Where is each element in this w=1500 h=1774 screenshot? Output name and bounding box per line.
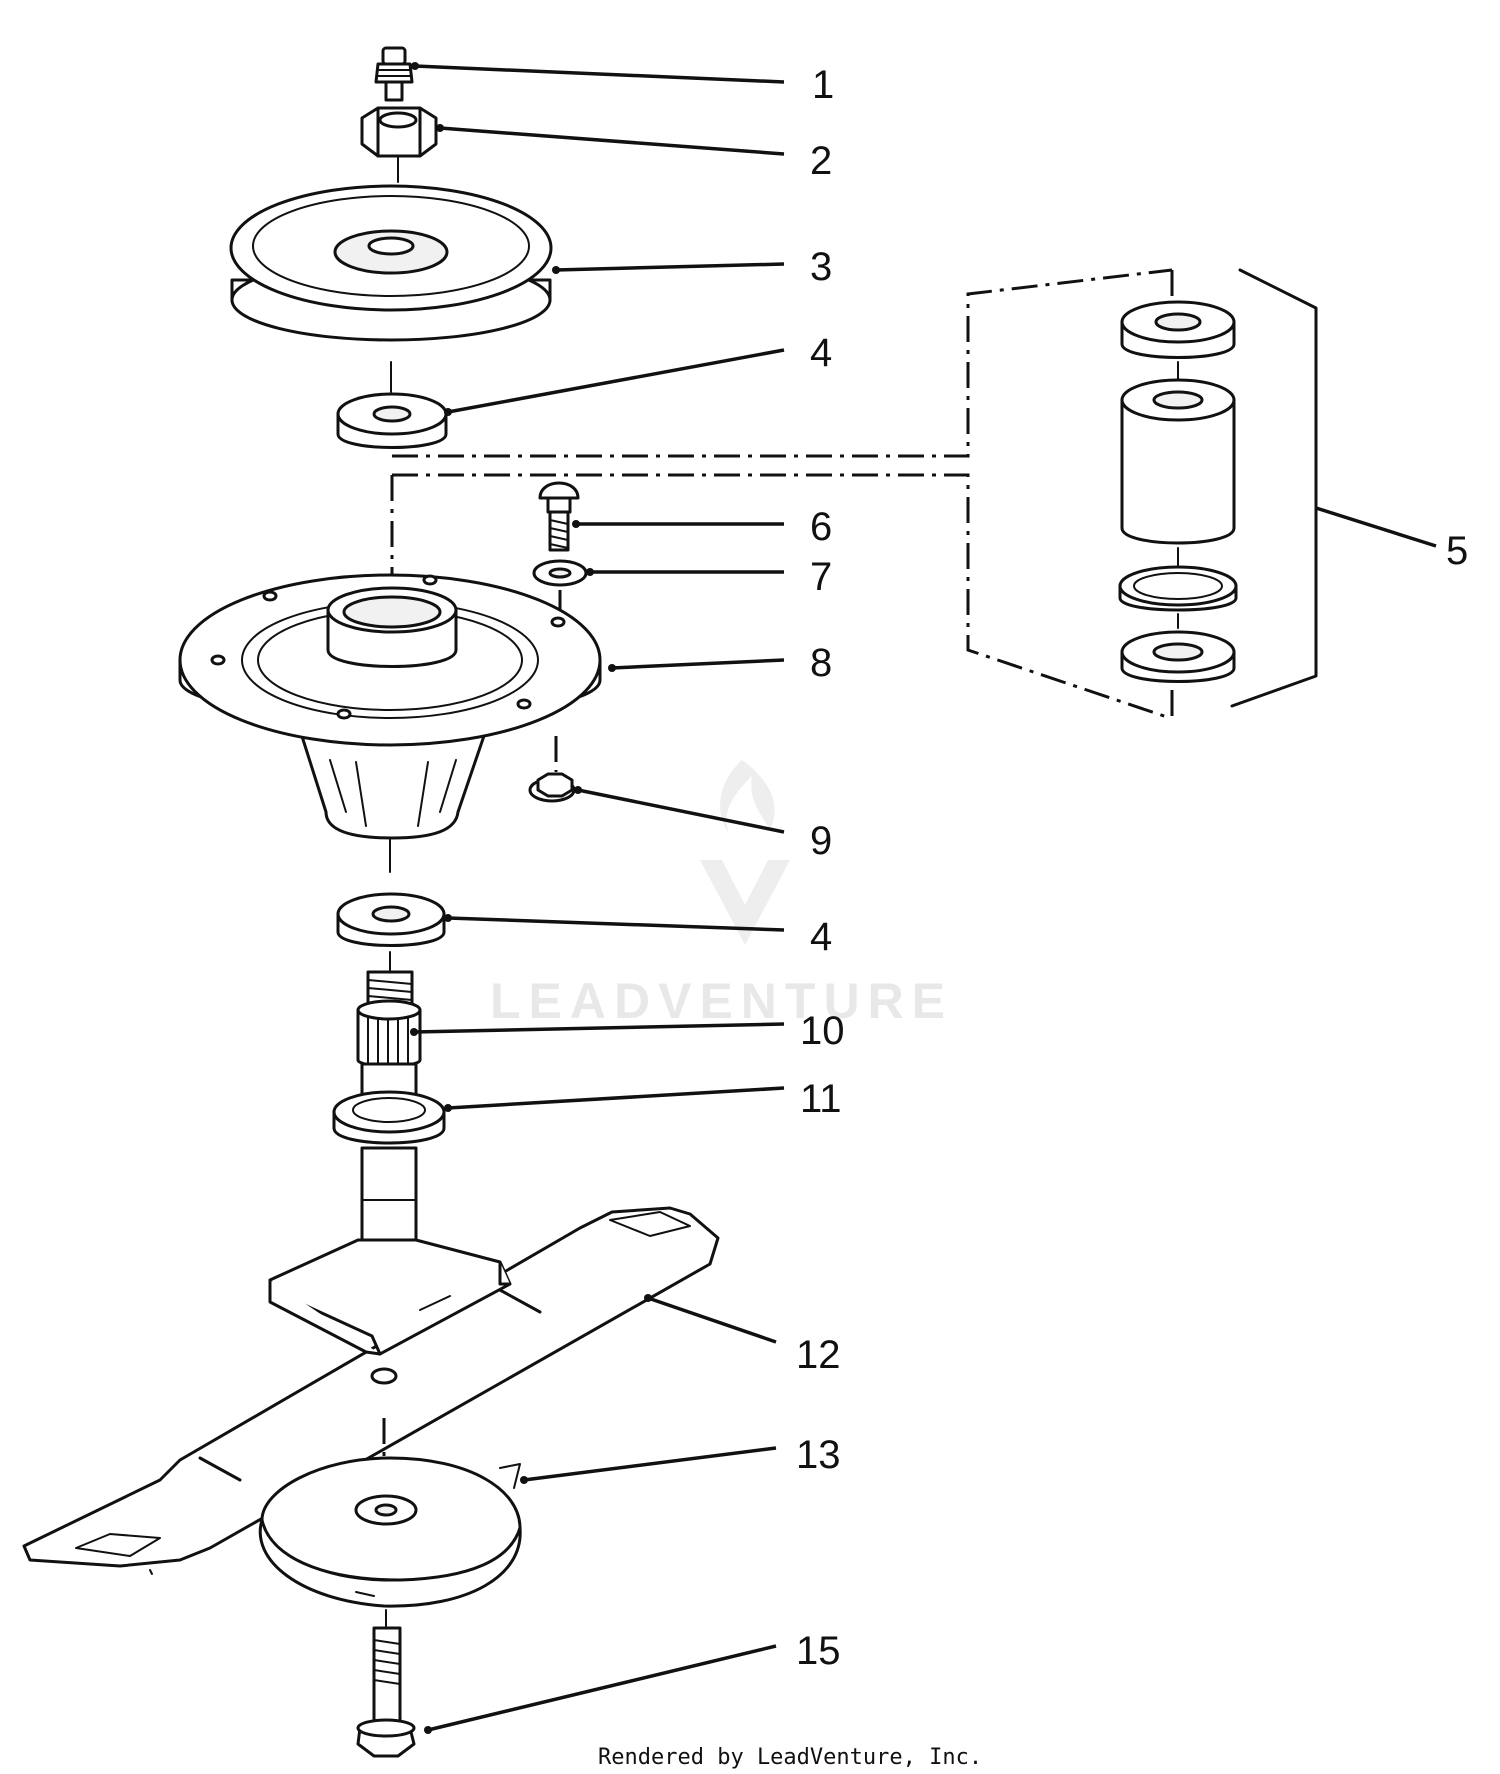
leader-3 <box>555 262 785 272</box>
part-10-spindle-shaft <box>356 970 422 1102</box>
footer-credit: Rendered by LeadVenture, Inc. <box>598 1745 982 1770</box>
part-13-blade-cup <box>258 1418 522 1608</box>
part-2-hex-nut <box>360 106 438 183</box>
part-12-blade <box>22 1206 720 1575</box>
part-6-carriage-bolt <box>538 481 580 552</box>
part-15-hex-bolt <box>356 1609 416 1758</box>
leader-13 <box>523 1446 777 1482</box>
leader-1 <box>414 64 785 84</box>
callout-2: 2 <box>810 139 832 183</box>
callout-10: 10 <box>800 1009 845 1053</box>
part-3-pulley <box>229 184 553 342</box>
callout-9: 9 <box>810 819 832 863</box>
callout-13: 13 <box>796 1433 841 1477</box>
part-9-flange-nut <box>528 736 576 803</box>
leader-8 <box>611 658 785 670</box>
part-5-breakout-leaders <box>390 268 1174 720</box>
part-8-spindle-housing <box>178 573 602 840</box>
leader-2 <box>439 126 785 156</box>
leader-lines <box>410 62 1437 1734</box>
leader-4b <box>447 916 785 932</box>
leader-12 <box>647 1296 777 1344</box>
callout-6: 6 <box>810 505 832 549</box>
part-5-bracket <box>1230 268 1318 708</box>
callout-5: 5 <box>1446 529 1468 573</box>
callout-7: 7 <box>810 555 832 599</box>
watermark-logo: LEADVENTURE <box>490 760 953 1029</box>
callout-1: 1 <box>812 63 834 107</box>
callout-labels: 1 2 3 4 5 6 7 8 9 4 10 11 12 13 15 <box>796 63 1468 1673</box>
leader-5 <box>1315 506 1437 548</box>
callout-3: 3 <box>810 245 832 289</box>
part-4-upper-spacer <box>336 361 448 449</box>
leader-15 <box>427 1644 777 1732</box>
watermark-text: LEADVENTURE <box>490 973 953 1029</box>
leader-4a <box>447 348 785 414</box>
leader-9 <box>577 788 785 834</box>
callout-4a: 4 <box>810 331 832 375</box>
callout-15: 15 <box>796 1629 841 1673</box>
part-1-grease-fitting <box>374 46 414 102</box>
leader-11 <box>447 1086 785 1110</box>
leader-10 <box>413 1022 785 1034</box>
part-7-lock-washer <box>532 559 588 612</box>
callout-4b: 4 <box>810 915 832 959</box>
callout-12: 12 <box>796 1333 841 1377</box>
part-12-blade-adapter <box>268 1238 512 1356</box>
callout-8: 8 <box>810 641 832 685</box>
part-5-bearing-kit <box>1118 300 1238 683</box>
callout-11: 11 <box>800 1077 842 1121</box>
part-4-lower-spacer <box>336 839 446 971</box>
